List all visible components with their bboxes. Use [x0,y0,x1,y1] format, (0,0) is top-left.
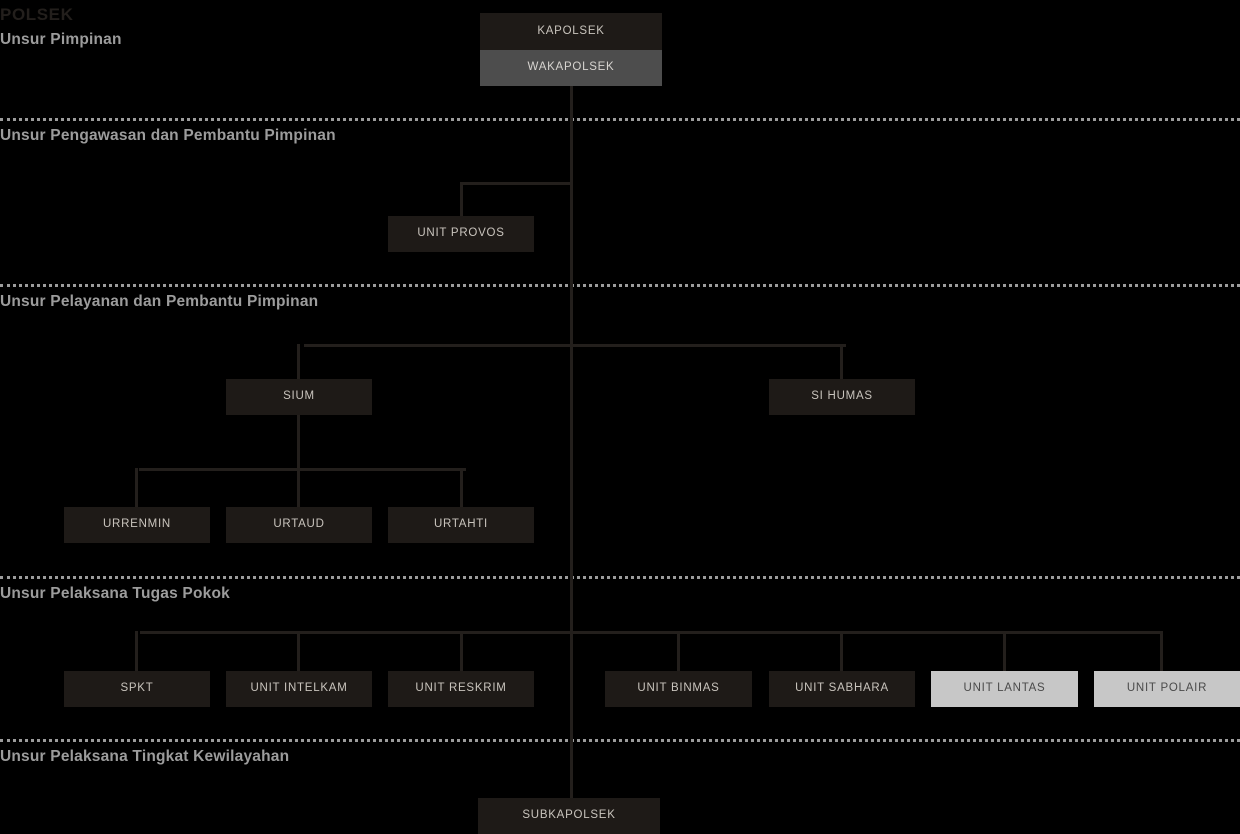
pelaksana-connector-bar [140,631,1163,634]
node-spkt-label: SPKT [120,682,154,695]
node-wakapolsek[interactable]: WAKAPOLSEK [480,50,662,86]
trunk-segment-2 [570,184,573,346]
section-divider-4 [0,739,1240,742]
node-unit-intelkam[interactable]: UNIT INTELKAM [226,671,372,707]
reskrim-drop-line [460,631,463,671]
node-subkapolsek[interactable]: SUBKAPOLSEK [478,798,660,834]
node-sium-label: SIUM [283,390,315,403]
section-divider-3 [0,576,1240,579]
section-divider-1 [0,118,1240,121]
node-unit-provos-label: UNIT PROVOS [417,227,505,240]
pelayanan-connector-bar [304,344,846,347]
intelkam-drop-line [297,631,300,671]
node-unit-intelkam-label: UNIT INTELKAM [250,682,348,695]
node-urtaud[interactable]: URTAUD [226,507,372,543]
node-unit-lantas[interactable]: UNIT LANTAS [931,671,1078,707]
sium-children-bar [139,468,466,471]
node-wakapolsek-label: WAKAPOLSEK [527,61,615,74]
provos-elbow-vertical [460,182,463,217]
section-label-pimpinan: Unsur Pimpinan [0,31,122,48]
node-sium[interactable]: SIUM [226,379,372,415]
node-kapolsek-label: KAPOLSEK [537,24,605,37]
node-urtaud-label: URTAUD [273,518,325,531]
node-kapolsek[interactable]: KAPOLSEK [480,13,662,50]
node-unit-polair-label: UNIT POLAIR [1126,682,1208,695]
node-urtahti-label: URTAHTI [433,518,489,531]
node-unit-binmas[interactable]: UNIT BINMAS [605,671,752,707]
lantas-drop-line [1003,631,1006,671]
node-unit-binmas-label: UNIT BINMAS [637,682,720,695]
section-label-pelaksana: Unsur Pelaksana Tugas Pokok [0,585,230,602]
node-unit-sabhara[interactable]: UNIT SABHARA [769,671,915,707]
section-label-pengawasan: Unsur Pengawasan dan Pembantu Pimpinan [0,127,336,144]
node-si-humas-label: SI HUMAS [811,390,873,403]
trunk-segment-4 [570,631,573,798]
section-label-pelayanan: Unsur Pelayanan dan Pembantu Pimpinan [0,293,319,310]
node-unit-provos[interactable]: UNIT PROVOS [388,216,534,252]
sium-stem [297,415,300,468]
urtahti-drop-line [460,468,463,507]
chart-title: POLSEK [0,5,74,24]
node-subkapolsek-label: SUBKAPOLSEK [522,809,616,822]
node-unit-reskrim[interactable]: UNIT RESKRIM [388,671,534,707]
spkt-drop-line [135,631,138,671]
trunk-segment-3 [570,346,573,631]
node-spkt[interactable]: SPKT [64,671,210,707]
section-label-kewilayahan: Unsur Pelaksana Tingkat Kewilayahan [0,748,290,765]
urrenmin-drop-line [135,468,138,507]
node-si-humas[interactable]: SI HUMAS [769,379,915,415]
node-unit-polair[interactable]: UNIT POLAIR [1094,671,1240,707]
node-urtahti[interactable]: URTAHTI [388,507,534,543]
polair-drop-line [1160,631,1163,671]
node-urrenmin-label: URRENMIN [103,518,171,531]
provos-elbow-horizontal [460,182,573,185]
sihumas-drop-line [840,344,843,379]
sabhara-drop-line [840,631,843,671]
section-divider-2 [0,284,1240,287]
node-unit-lantas-label: UNIT LANTAS [963,682,1046,695]
node-urrenmin[interactable]: URRENMIN [64,507,210,543]
sium-drop-line [297,344,300,379]
node-unit-sabhara-label: UNIT SABHARA [795,682,889,695]
node-unit-reskrim-label: UNIT RESKRIM [415,682,507,695]
urtaud-drop-line [297,468,300,507]
binmas-drop-line [677,631,680,671]
trunk-segment-1 [570,86,573,184]
